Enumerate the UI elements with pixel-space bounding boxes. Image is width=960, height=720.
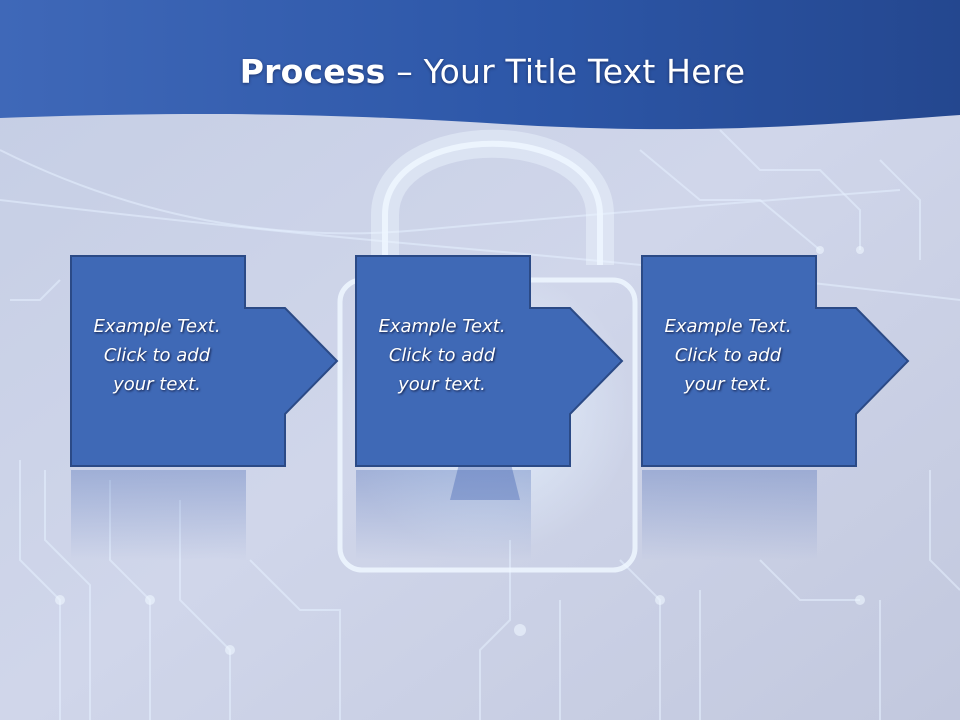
step-line: Example Text. <box>93 316 221 337</box>
step-line: Example Text. <box>378 316 506 337</box>
process-step-text: Example Text. Click to add your text. <box>71 312 243 399</box>
step-reflection <box>71 470 246 560</box>
process-step-text: Example Text. Click to add your text. <box>642 312 814 399</box>
process-step-shape <box>641 255 910 467</box>
process-step-2[interactable]: Example Text. Click to add your text. <box>355 255 631 468</box>
step-line: your text. <box>113 374 201 395</box>
slide-title: Process – Your Title Text Here <box>0 52 960 91</box>
title-bold: Process <box>239 52 386 91</box>
process-step-3[interactable]: Example Text. Click to add your text. <box>641 255 917 468</box>
process-step-shape <box>70 255 339 467</box>
process-step-text: Example Text. Click to add your text. <box>356 312 528 399</box>
process-step-shape <box>355 255 624 467</box>
step-line: your text. <box>684 374 772 395</box>
process-step-1[interactable]: Example Text. Click to add your text. <box>70 255 346 468</box>
step-reflection <box>642 470 817 560</box>
step-line: Click to add <box>674 345 782 366</box>
title-rest: – Your Title Text Here <box>385 52 746 91</box>
step-line: Example Text. <box>664 316 792 337</box>
step-reflection <box>356 470 531 560</box>
step-line: Click to add <box>388 345 496 366</box>
step-line: your text. <box>398 374 486 395</box>
step-line: Click to add <box>103 345 211 366</box>
